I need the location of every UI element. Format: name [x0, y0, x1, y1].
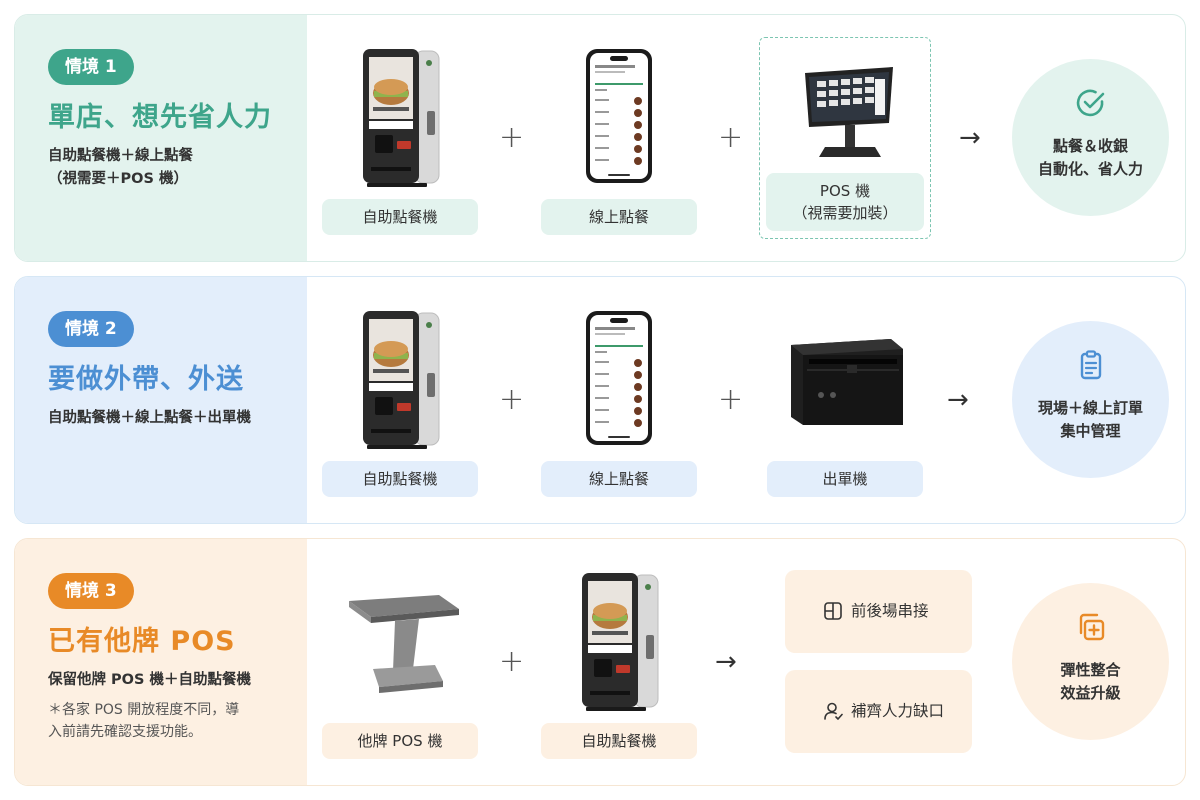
plus-sign: + — [718, 382, 744, 417]
scenario-1-panel: 情境 1 單店、想先省人力 自助點餐機＋線上點餐 （視需要＋POS 機） — [15, 15, 307, 261]
scenario-row-2: 情境 2 要做外帶、外送 自助點餐機＋線上點餐＋出單機 自助點餐機 + 線上點餐… — [14, 276, 1186, 524]
pos-terminal-image — [805, 67, 893, 157]
device-label-pos: POS 機 （視需要加裝） — [766, 173, 924, 231]
clipboard-icon — [1080, 350, 1102, 380]
result-line: 彈性整合 — [1060, 661, 1121, 679]
result-line: 現場＋線上訂單 — [1037, 399, 1143, 417]
kiosk-image — [363, 49, 440, 188]
plus-sign: + — [718, 120, 744, 155]
phone-image — [586, 49, 652, 183]
device-label-third-party-pos: 他牌 POS 機 — [322, 723, 478, 759]
result-circle: 彈性整合 效益升級 — [1012, 583, 1169, 740]
tablet-pos-image — [349, 595, 459, 693]
plus-sign: + — [499, 120, 525, 155]
result-line: 集中管理 — [1060, 422, 1121, 440]
device-label-online-order: 線上點餐 — [541, 199, 697, 235]
plus-sign: + — [499, 644, 525, 679]
scenario-3-panel: 情境 3 已有他牌 POS 保留他牌 POS 機＋自助點餐機 ＊各家 POS 開… — [15, 539, 307, 785]
device-label-printer: 出單機 — [767, 461, 923, 497]
pos-label-line: （視需要加裝） — [792, 204, 898, 222]
result-text: 現場＋線上訂單 集中管理 — [1012, 397, 1169, 443]
feature-fill-staff-gap: 補齊人力缺口 — [785, 670, 972, 753]
copy-plus-icon — [1079, 613, 1105, 641]
scenario-2-panel: 情境 2 要做外帶、外送 自助點餐機＋線上點餐＋出單機 — [15, 277, 307, 523]
device-label-kiosk: 自助點餐機 — [322, 199, 478, 235]
subtitle-line: 自助點餐機＋線上點餐 — [48, 148, 193, 164]
subtitle-line: （視需要＋POS 機） — [48, 171, 188, 187]
scenario-title: 單店、想先省人力 — [48, 102, 272, 133]
device-label-kiosk: 自助點餐機 — [541, 723, 697, 759]
device-label-online-order: 線上點餐 — [541, 461, 697, 497]
scenario-subtitle: 保留他牌 POS 機＋自助點餐機 — [48, 672, 251, 688]
scenario-row-1: 情境 1 單店、想先省人力 自助點餐機＋線上點餐 （視需要＋POS 機） 自助點… — [14, 14, 1186, 262]
scenario-subtitle: 自助點餐機＋線上點餐＋出單機 — [48, 410, 251, 426]
scenario-row-3: 情境 3 已有他牌 POS 保留他牌 POS 機＋自助點餐機 ＊各家 POS 開… — [14, 538, 1186, 786]
scenario-badge: 情境 3 — [48, 573, 134, 609]
scenario-title: 要做外帶、外送 — [48, 364, 244, 395]
kiosk-image — [582, 573, 659, 712]
phone-image — [586, 311, 652, 445]
scenario-title: 已有他牌 POS — [48, 626, 236, 657]
receipt-printer-image — [791, 339, 903, 425]
kiosk-image — [363, 311, 440, 450]
arrow-icon: → — [947, 385, 969, 415]
result-text: 彈性整合 效益升級 — [1012, 659, 1169, 705]
result-circle: 點餐＆收銀 自動化、省人力 — [1012, 59, 1169, 216]
feature-label: 前後場串接 — [851, 602, 929, 620]
device-label-kiosk: 自助點餐機 — [322, 461, 478, 497]
note-line: 入前請先確認支援功能。 — [48, 724, 202, 740]
result-circle: 現場＋線上訂單 集中管理 — [1012, 321, 1169, 478]
feature-front-back-link: 前後場串接 — [785, 570, 972, 653]
result-line: 點餐＆收銀 — [1052, 137, 1128, 155]
scenario-badge: 情境 2 — [48, 311, 134, 347]
feature-label: 補齊人力缺口 — [851, 702, 945, 720]
user-icon — [824, 702, 843, 720]
arrow-icon: → — [715, 647, 737, 677]
layout-icon — [824, 602, 842, 620]
pos-label-line: POS 機 — [819, 182, 871, 200]
scenario-subtitle: 自助點餐機＋線上點餐 （視需要＋POS 機） — [48, 145, 193, 191]
optional-pos-frame — [759, 37, 931, 239]
plus-sign: + — [499, 382, 525, 417]
result-line: 自動化、省人力 — [1037, 160, 1143, 178]
scenario-note: ＊各家 POS 開放程度不同，導 入前請先確認支援功能。 — [48, 699, 239, 743]
result-line: 效益升級 — [1060, 684, 1121, 702]
arrow-icon: → — [959, 123, 981, 153]
check-circle-icon — [1076, 89, 1105, 117]
scenario-badge: 情境 1 — [48, 49, 134, 85]
note-line: ＊各家 POS 開放程度不同，導 — [48, 702, 240, 718]
result-text: 點餐＆收銀 自動化、省人力 — [1012, 135, 1169, 181]
